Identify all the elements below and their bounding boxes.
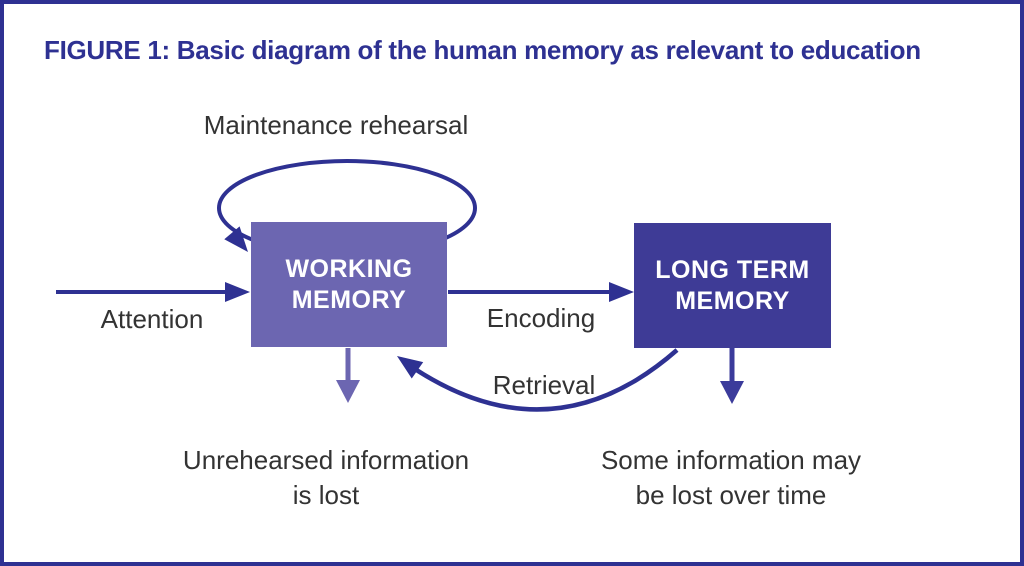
lost-over-time-line2: be lost over time bbox=[635, 480, 827, 510]
long-term-memory-loss-arrowhead-icon bbox=[720, 381, 744, 404]
unrehearsed-information-line2: is lost bbox=[292, 480, 360, 510]
retrieval-arrow bbox=[404, 348, 679, 412]
maintenance-loop-arrowhead-icon bbox=[224, 226, 248, 252]
retrieval-label: Retrieval bbox=[492, 370, 596, 400]
long-term-memory-box: LONG TERM MEMORY bbox=[634, 223, 831, 348]
lost-over-time-line1: Some information may bbox=[600, 445, 862, 475]
encoding-arrowhead-icon bbox=[609, 282, 634, 302]
long-term-memory-label-line1: LONG TERM bbox=[655, 255, 810, 284]
working-memory-box: WORKING MEMORY bbox=[251, 222, 447, 347]
unrehearsed-information-line1: Unrehearsed information bbox=[182, 445, 470, 475]
attention-label: Attention bbox=[100, 304, 204, 334]
unrehearsed-information-label: Unrehearsed information is lost bbox=[183, 443, 469, 513]
figure-title: FIGURE 1: Basic diagram of the human mem… bbox=[44, 35, 921, 65]
lost-over-time-label: Some information may be lost over time bbox=[601, 443, 861, 513]
long-term-memory-label-line2: MEMORY bbox=[675, 286, 790, 315]
maintenance-rehearsal-label: Maintenance rehearsal bbox=[203, 110, 469, 140]
working-memory-label-line1: WORKING bbox=[285, 254, 413, 283]
working-memory-loss-arrowhead-icon bbox=[336, 380, 360, 403]
diagram-arrows-layer bbox=[56, 159, 744, 412]
working-memory-label-line2: MEMORY bbox=[291, 285, 407, 314]
encoding-label: Encoding bbox=[486, 303, 596, 333]
retrieval-arrowhead-icon bbox=[397, 356, 424, 379]
attention-arrowhead-icon bbox=[225, 282, 250, 302]
